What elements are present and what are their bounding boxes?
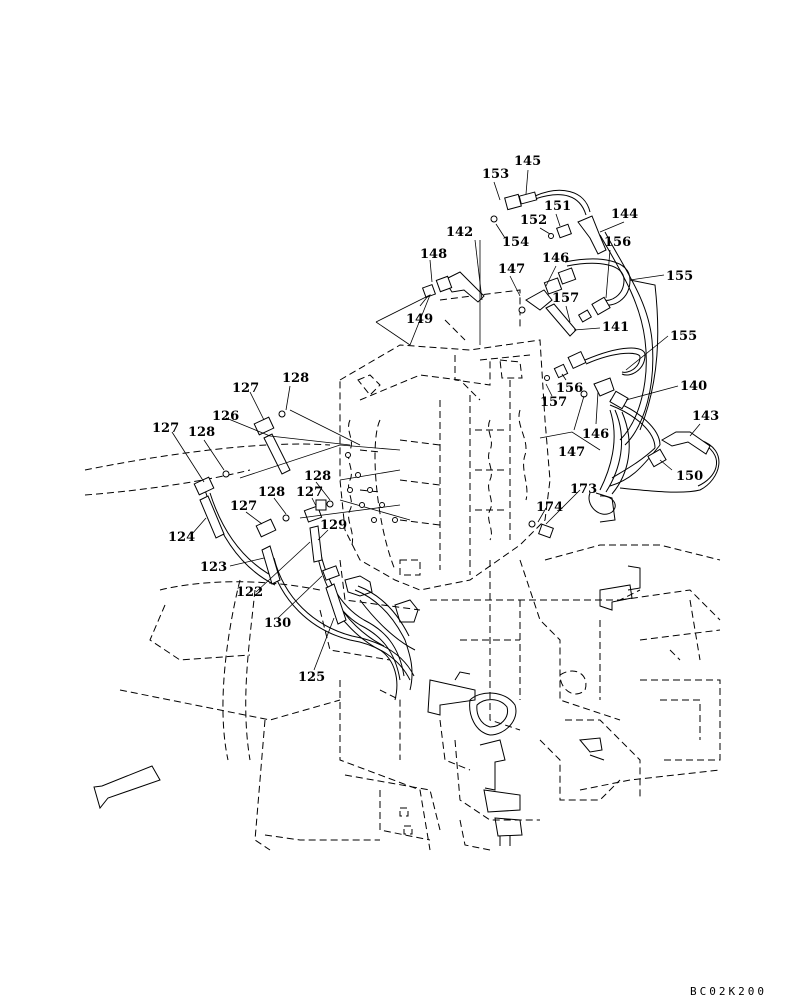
callout-155-lower: 155	[670, 329, 697, 344]
callout-173: 173	[570, 482, 597, 497]
clamps-brackets	[344, 492, 641, 846]
callout-144: 144	[611, 207, 638, 222]
callout-174: 174	[536, 500, 563, 515]
drawing-code: BC02K200	[690, 985, 767, 998]
callout-128-d: 128	[258, 485, 285, 500]
frame-outline	[84, 289, 721, 851]
callout-142: 142	[446, 225, 473, 240]
callout-127-d: 127	[230, 499, 257, 514]
callout-141: 141	[602, 320, 629, 335]
callout-127-a: 127	[232, 381, 259, 396]
callout-146-lower: 146	[582, 427, 609, 442]
callout-129: 129	[320, 518, 347, 533]
callout-125: 125	[298, 670, 325, 685]
callout-124: 124	[168, 530, 195, 545]
direction-arrow	[93, 765, 161, 810]
callout-labels: 145 153 151 152 154 144 142 148 147 146 …	[152, 154, 719, 685]
callout-122: 122	[236, 585, 263, 600]
callout-127-c: 127	[296, 485, 323, 500]
callout-155-upper: 155	[666, 269, 693, 284]
callout-156-lower: 156	[556, 381, 583, 396]
callout-143: 143	[692, 409, 719, 424]
callout-152: 152	[520, 213, 547, 228]
callout-154: 154	[502, 235, 529, 250]
hoses	[204, 189, 720, 701]
callout-146: 146	[542, 251, 569, 266]
callout-128-c: 128	[304, 469, 331, 484]
callout-157-upper: 157	[552, 291, 579, 306]
control-valve-body	[339, 339, 551, 591]
callout-145: 145	[514, 154, 541, 169]
callout-123: 123	[200, 560, 227, 575]
callout-128-a: 128	[282, 371, 309, 386]
callout-127-b: 127	[152, 421, 179, 436]
callout-149: 149	[406, 312, 433, 327]
callout-150: 150	[676, 469, 703, 484]
callout-128-b: 128	[188, 425, 215, 440]
callout-130: 130	[264, 616, 291, 631]
callout-151: 151	[544, 199, 571, 214]
callout-157-lower: 157	[540, 395, 567, 410]
callout-156: 156	[604, 235, 631, 250]
leader-lines	[171, 169, 701, 671]
callout-147: 147	[498, 262, 525, 277]
fittings	[193, 191, 711, 625]
callout-140: 140	[680, 379, 707, 394]
callout-148: 148	[420, 247, 447, 262]
callout-153: 153	[482, 167, 509, 182]
callout-126: 126	[212, 409, 239, 424]
callout-147-lower: 147	[558, 445, 585, 460]
